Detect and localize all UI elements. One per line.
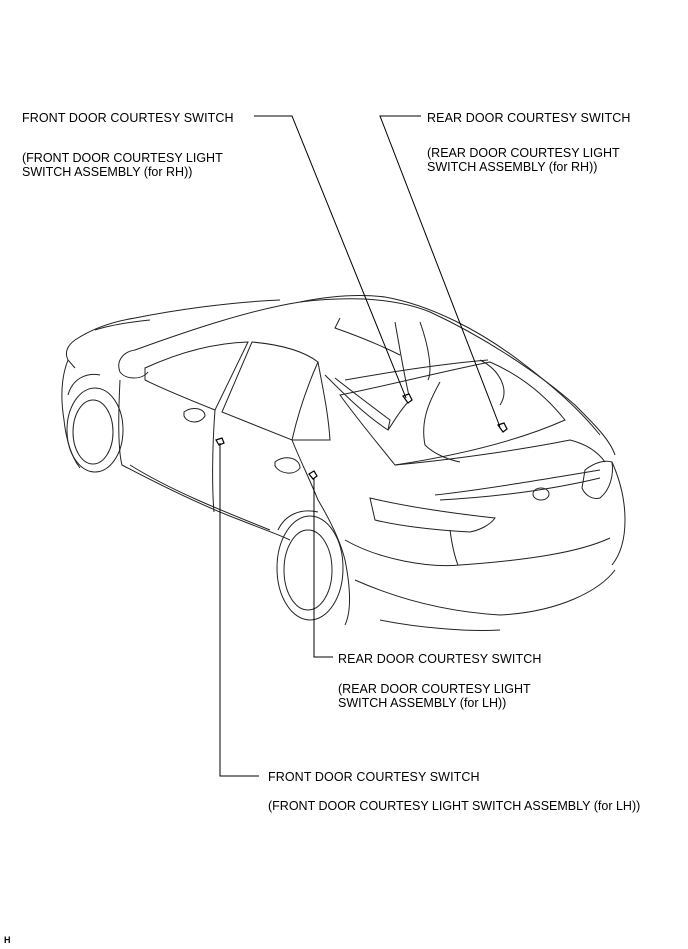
rear-rh-switch-detail: (REAR DOOR COURTESY LIGHT SWITCH ASSEMBL… xyxy=(427,146,620,174)
rear-lh-switch-label: REAR DOOR COURTESY SWITCH xyxy=(338,652,542,666)
figure-code: H xyxy=(4,935,11,945)
car-outline xyxy=(61,295,626,632)
rear-lh-switch-detail: (REAR DOOR COURTESY LIGHT SWITCH ASSEMBL… xyxy=(338,682,531,710)
switch-markers xyxy=(215,393,508,480)
rear-rh-switch-label: REAR DOOR COURTESY SWITCH xyxy=(427,111,631,125)
front-rh-switch-label: FRONT DOOR COURTESY SWITCH xyxy=(22,111,234,125)
front-lh-switch-label: FRONT DOOR COURTESY SWITCH xyxy=(268,770,480,784)
front-rh-switch-detail: (FRONT DOOR COURTESY LIGHT SWITCH ASSEMB… xyxy=(22,151,223,179)
front-lh-switch-detail: (FRONT DOOR COURTESY LIGHT SWITCH ASSEMB… xyxy=(268,799,641,813)
leader-lines xyxy=(219,115,501,777)
